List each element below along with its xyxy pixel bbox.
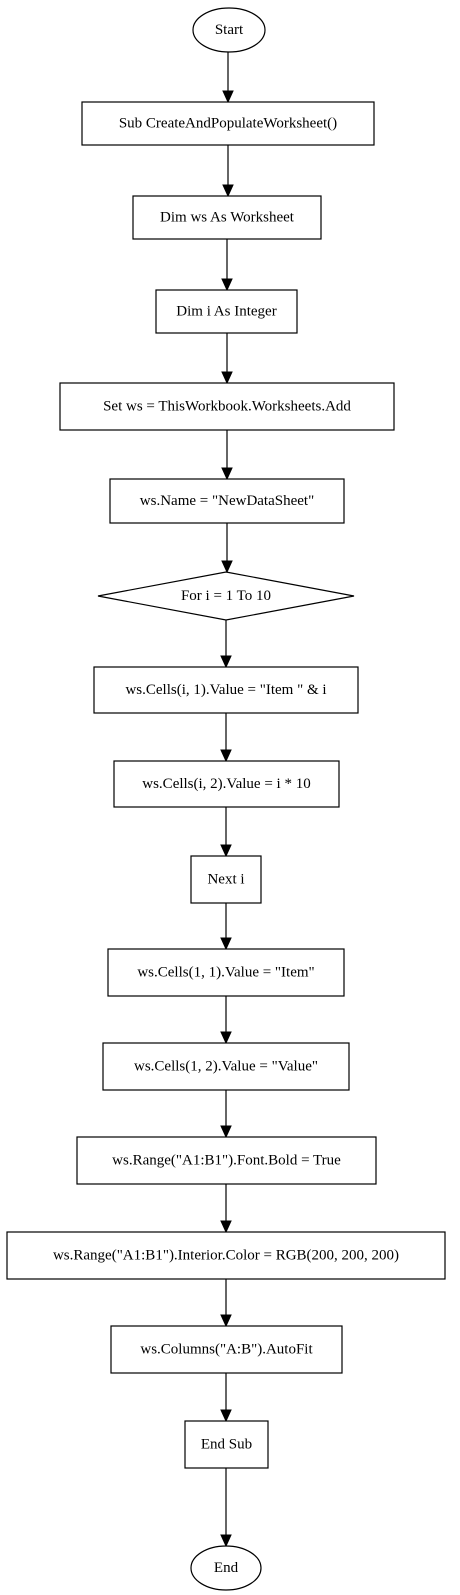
node-for-loop-label: For i = 1 To 10 xyxy=(181,588,271,604)
node-cells-11-label: ws.Cells(1, 1).Value = "Item" xyxy=(137,965,314,981)
node-dim-ws-label: Dim ws As Worksheet xyxy=(160,210,295,226)
edge-arrow xyxy=(221,523,233,574)
edge-arrow xyxy=(220,1090,232,1139)
node-cells-12-label: ws.Cells(1, 2).Value = "Value" xyxy=(134,1059,318,1075)
node-cells-i2: ws.Cells(i, 2).Value = i * 10 xyxy=(113,760,340,808)
edge-arrow xyxy=(220,903,232,951)
edge-arrow xyxy=(220,1279,232,1328)
node-start: Start xyxy=(192,7,266,53)
node-end: End xyxy=(190,1545,262,1591)
edge-arrow xyxy=(222,52,234,104)
node-next-i-label: Next i xyxy=(207,872,244,888)
node-cells-11: ws.Cells(1, 1).Value = "Item" xyxy=(107,948,345,997)
node-font-bold: ws.Range("A1:B1").Font.Bold = True xyxy=(76,1136,377,1185)
node-cells-12: ws.Cells(1, 2).Value = "Value" xyxy=(102,1042,350,1091)
node-autofit-label: ws.Columns("A:B").AutoFit xyxy=(140,1342,313,1358)
edge-arrow xyxy=(220,713,232,763)
node-sub: Sub CreateAndPopulateWorksheet() xyxy=(81,101,375,146)
edge-arrow xyxy=(221,430,233,481)
node-set-ws: Set ws = ThisWorkbook.Worksheets.Add xyxy=(59,382,395,431)
node-interior-color-label: ws.Range("A1:B1").Interior.Color = RGB(2… xyxy=(53,1248,399,1264)
node-font-bold-label: ws.Range("A1:B1").Font.Bold = True xyxy=(112,1153,341,1169)
node-ws-name: ws.Name = "NewDataSheet" xyxy=(109,478,345,524)
edge-arrow xyxy=(222,145,234,198)
edge-arrow xyxy=(220,807,232,858)
edge-arrow xyxy=(221,239,233,292)
edge-arrow xyxy=(220,1468,232,1548)
node-ws-name-label: ws.Name = "NewDataSheet" xyxy=(140,493,314,509)
node-set-ws-label: Set ws = ThisWorkbook.Worksheets.Add xyxy=(103,399,351,415)
node-end-sub-label: End Sub xyxy=(201,1437,252,1453)
edge-arrow xyxy=(220,1184,232,1234)
node-sub-label: Sub CreateAndPopulateWorksheet() xyxy=(119,116,337,132)
edge-arrow xyxy=(221,333,233,385)
edge-arrow xyxy=(220,620,232,669)
node-interior-color: ws.Range("A1:B1").Interior.Color = RGB(2… xyxy=(6,1231,446,1280)
node-cells-i1-label: ws.Cells(i, 1).Value = "Item " & i xyxy=(125,682,326,698)
node-dim-ws: Dim ws As Worksheet xyxy=(132,195,322,240)
node-cells-i2-label: ws.Cells(i, 2).Value = i * 10 xyxy=(142,776,310,792)
node-start-label: Start xyxy=(215,22,244,38)
node-for-loop: For i = 1 To 10 xyxy=(97,571,355,621)
node-dim-i-label: Dim i As Integer xyxy=(176,304,276,320)
flowchart-edges xyxy=(220,52,234,1548)
node-next-i: Next i xyxy=(190,855,262,904)
node-dim-i: Dim i As Integer xyxy=(155,289,298,334)
node-cells-i1: ws.Cells(i, 1).Value = "Item " & i xyxy=(93,666,359,714)
edge-arrow xyxy=(220,996,232,1045)
node-end-label: End xyxy=(214,1560,239,1576)
edge-arrow xyxy=(220,1373,232,1423)
node-autofit: ws.Columns("A:B").AutoFit xyxy=(110,1325,343,1374)
node-end-sub: End Sub xyxy=(184,1420,269,1469)
